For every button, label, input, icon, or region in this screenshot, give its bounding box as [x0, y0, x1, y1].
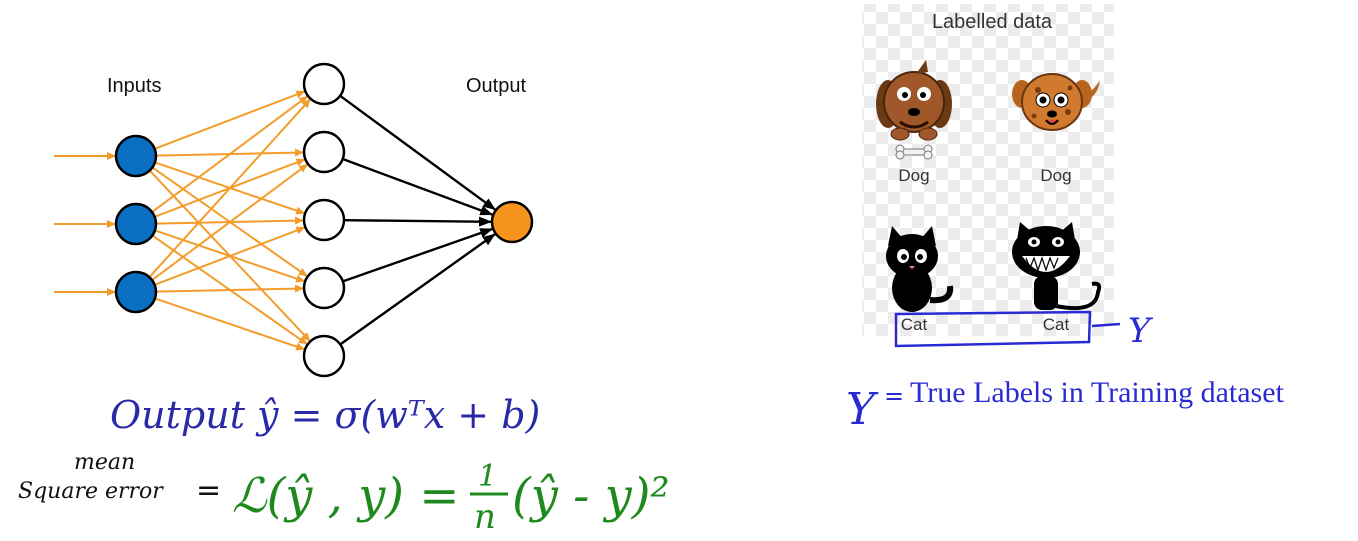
edge-in3-h3	[154, 226, 306, 286]
edge-h2-out	[342, 157, 494, 216]
mse-prefix-top: mean	[74, 450, 135, 475]
edge-in3-h4	[155, 284, 305, 293]
fraction-numerator: 1	[478, 459, 497, 494]
output-formula: Output ŷ = σ(wᵀx + b)	[110, 393, 540, 437]
input-node-3	[114, 270, 158, 314]
y-marker: Y	[1128, 311, 1154, 351]
edge-h1-out	[339, 94, 496, 211]
inputs-label: Inputs	[107, 75, 161, 97]
edge-h3-out	[343, 216, 493, 227]
dog-icon	[876, 60, 952, 141]
formula-block: Output ŷ = σ(wᵀx + b) mean Square error …	[18, 393, 670, 537]
hidden-node-1	[302, 62, 346, 106]
network-nodes	[114, 62, 534, 378]
input-node-1	[114, 134, 158, 178]
edge-in1-h1	[154, 90, 306, 150]
label-highlight-box	[894, 310, 1092, 348]
item-label-1: Dog	[898, 166, 929, 185]
edge-h5-out	[339, 233, 496, 346]
mse-prefix-bottom: Square error	[18, 479, 164, 504]
output-node-1	[490, 200, 534, 244]
hidden-node-3	[302, 198, 346, 242]
cat-icon	[886, 226, 954, 312]
loss-tail: (ŷ - y)²	[512, 468, 670, 524]
bone-icon	[895, 144, 933, 160]
edge-in3-h2	[151, 163, 308, 281]
item-label-4: Cat	[1043, 315, 1070, 334]
labelled-data-panel: Labelled data Dog	[846, 4, 1285, 435]
fraction-denominator: n	[474, 497, 496, 537]
y-connector-line	[1091, 322, 1121, 328]
outputs-label: Output	[466, 75, 526, 97]
network-edges	[54, 90, 496, 351]
hidden-node-2	[302, 130, 346, 174]
edge-in3-h1	[148, 98, 311, 278]
edge-in3-h5	[154, 297, 306, 351]
hidden-node-4	[302, 266, 346, 310]
mse-equals: =	[196, 473, 221, 508]
item-label-3: Cat	[901, 315, 928, 334]
neural-network-diagram: Inputs Output	[54, 62, 534, 378]
hidden-node-5	[302, 334, 346, 378]
cat-grin-icon	[1012, 222, 1102, 311]
labelled-data-title: Labelled data	[932, 11, 1053, 33]
legend-text: True Labels in Training dataset	[910, 376, 1285, 409]
input-node-2	[114, 202, 158, 246]
legend-y: Y	[846, 384, 879, 435]
edge-h4-out	[342, 227, 494, 283]
edge-in2-h1	[151, 95, 308, 213]
dog-spotted-icon	[1012, 73, 1100, 131]
loss-formula: ℒ(ŷ , y) =	[232, 468, 460, 524]
legend-equals: =	[884, 382, 904, 410]
item-label-2: Dog	[1040, 166, 1071, 185]
